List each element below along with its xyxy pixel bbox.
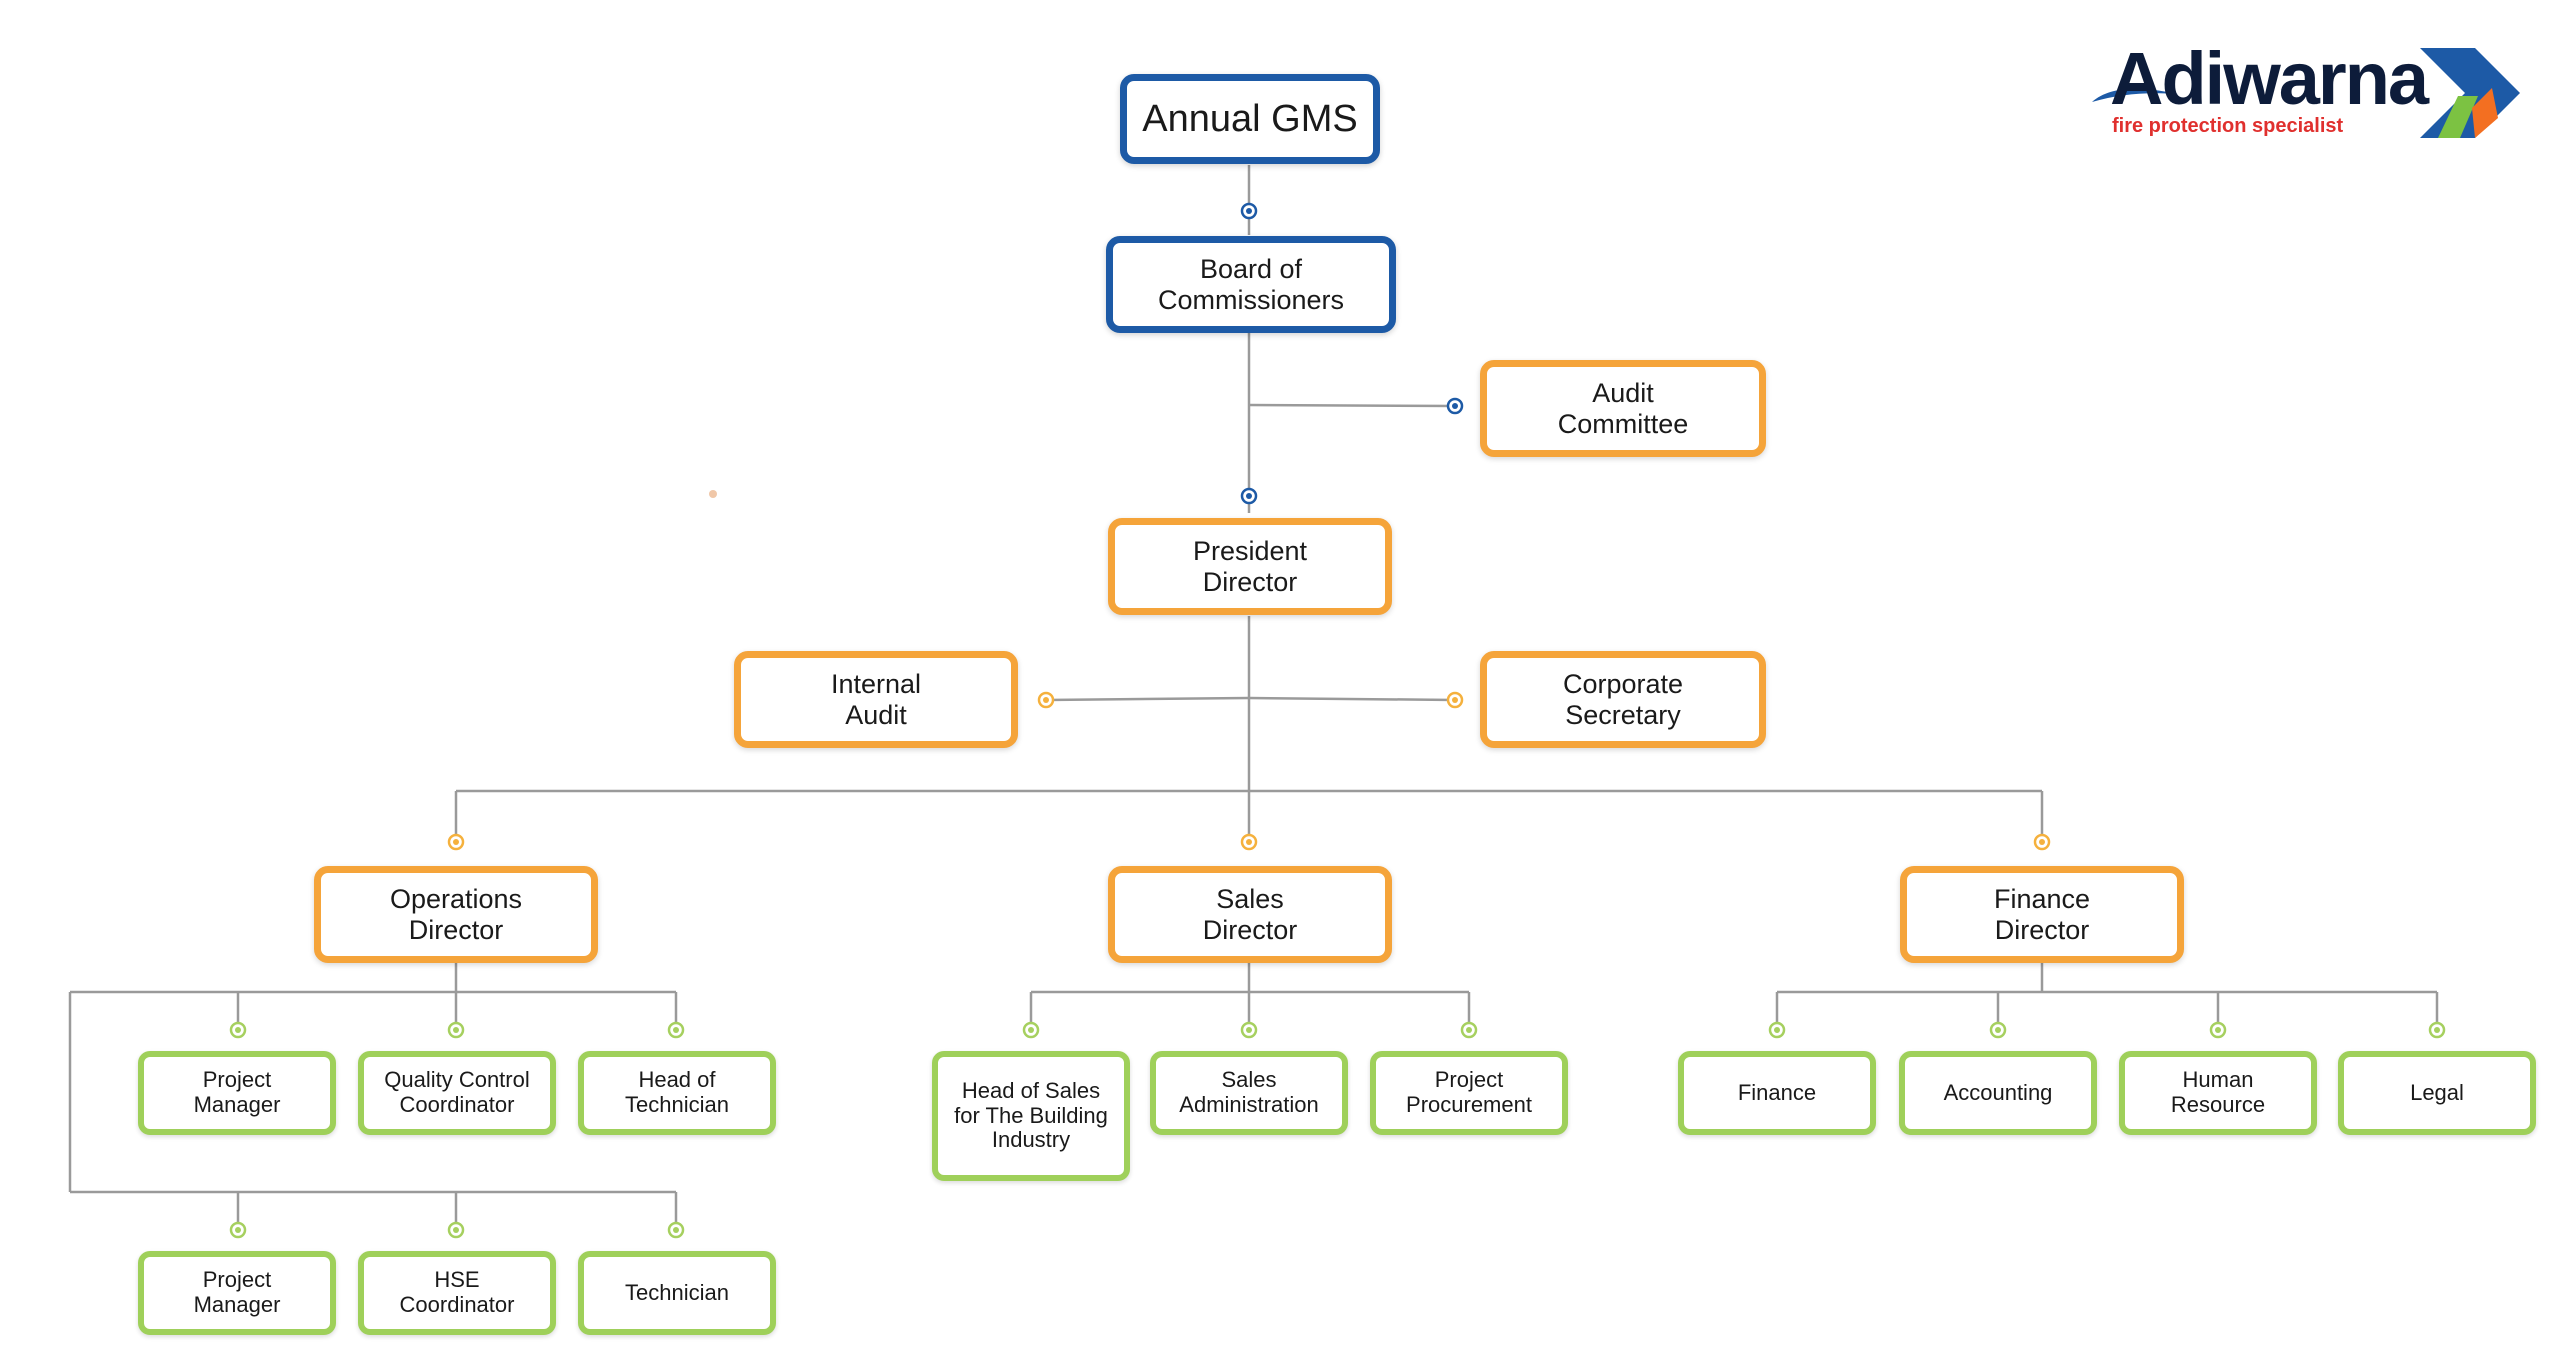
dot-ops-qc-core bbox=[453, 1027, 459, 1033]
node-corporate-secretary: Corporate Secretary bbox=[1480, 651, 1766, 748]
dot-fin-accounting-core bbox=[1995, 1027, 2001, 1033]
dot-ops-director-core bbox=[453, 839, 459, 845]
company-logo: Adiwarna fire protection specialist bbox=[2090, 42, 2530, 152]
dot-fin-hr-core bbox=[2215, 1027, 2221, 1033]
node-finance: Finance bbox=[1678, 1051, 1876, 1135]
connector-internal-audit bbox=[1045, 696, 1250, 702]
node-operations-director: Operations Director bbox=[314, 866, 598, 963]
connector-corporate-secretary bbox=[1248, 696, 1456, 702]
node-project-procurement: Project Procurement bbox=[1370, 1051, 1568, 1135]
dot-internal-audit-core bbox=[1043, 697, 1049, 703]
node-hse-coordinator: HSE Coordinator bbox=[358, 1251, 556, 1335]
logo-wordmark: Adiwarna bbox=[2110, 37, 2429, 120]
dot-fin-legal-core bbox=[2434, 1027, 2440, 1033]
dot-ops-head-tech-core bbox=[673, 1027, 679, 1033]
logo-tagline: fire protection specialist bbox=[2112, 115, 2344, 137]
dot-ops-pm1-core bbox=[235, 1027, 241, 1033]
dot-corporate-secretary-core bbox=[1452, 697, 1458, 703]
node-project-manager-2: Project Manager bbox=[138, 1251, 336, 1335]
dot-ops-pm2-core bbox=[235, 1227, 241, 1233]
node-sales-director: Sales Director bbox=[1108, 866, 1392, 963]
node-accounting: Accounting bbox=[1899, 1051, 2097, 1135]
logo-swoosh-icon bbox=[2092, 88, 2178, 102]
dot-ops-hse-core bbox=[453, 1227, 459, 1233]
logo-arrow-icon bbox=[2420, 48, 2520, 138]
node-finance-director: Finance Director bbox=[1900, 866, 2184, 963]
dot-sales-head-core bbox=[1028, 1027, 1034, 1033]
dot-president-core bbox=[1246, 493, 1252, 499]
node-head-of-technician: Head of Technician bbox=[578, 1051, 776, 1135]
node-legal: Legal bbox=[2338, 1051, 2536, 1135]
node-annual-gms: Annual GMS bbox=[1120, 74, 1380, 164]
node-president-director: President Director bbox=[1108, 518, 1392, 615]
node-human-resource: Human Resource bbox=[2119, 1051, 2317, 1135]
node-audit-committee: Audit Committee bbox=[1480, 360, 1766, 457]
dot-board-core bbox=[1246, 208, 1252, 214]
dot-finance-director-core bbox=[2039, 839, 2045, 845]
node-head-of-sales-building: Head of Sales for The Building Industry bbox=[932, 1051, 1130, 1181]
dot-sales-admin-core bbox=[1246, 1027, 1252, 1033]
node-quality-control-coordinator: Quality Control Coordinator bbox=[358, 1051, 556, 1135]
node-sales-administration: Sales Administration bbox=[1150, 1051, 1348, 1135]
dot-fin-finance-core bbox=[1774, 1027, 1780, 1033]
dot-audit-committee-core bbox=[1452, 403, 1458, 409]
dot-sales-proc-core bbox=[1466, 1027, 1472, 1033]
node-internal-audit: Internal Audit bbox=[734, 651, 1018, 748]
node-board-of-commissioners: Board of Commissioners bbox=[1106, 236, 1396, 333]
node-technician: Technician bbox=[578, 1251, 776, 1335]
connector-audit-committee bbox=[1248, 403, 1456, 408]
connector-dots bbox=[229, 202, 2446, 1239]
dot-ops-tech-core bbox=[673, 1227, 679, 1233]
decorative-dot bbox=[709, 490, 717, 498]
node-project-manager: Project Manager bbox=[138, 1051, 336, 1135]
dot-sales-director-core bbox=[1246, 839, 1252, 845]
